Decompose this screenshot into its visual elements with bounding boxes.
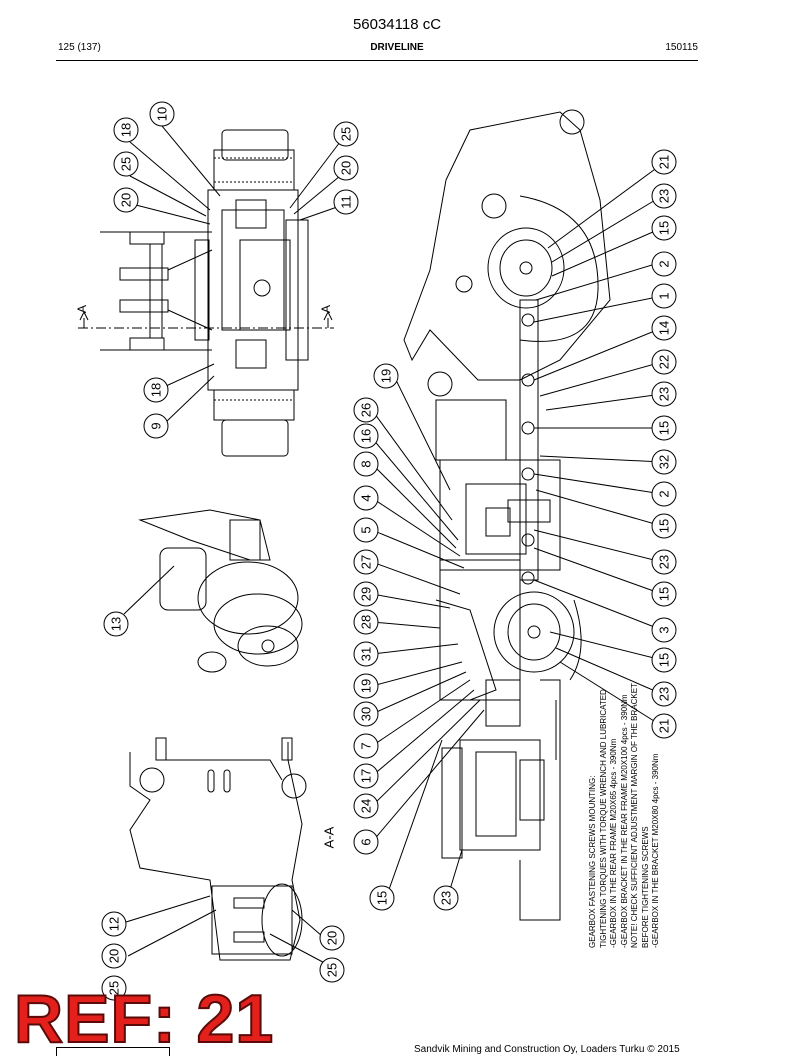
callout-label: 18 [149,383,164,397]
callout-label: 3 [657,626,672,633]
callout-label: 32 [657,455,672,469]
callout-label: 2 [657,260,672,267]
callout-label: 23 [657,189,672,203]
callout-label: 31 [359,647,374,661]
callout-label: 17 [359,769,374,783]
callout-label: 30 [359,707,374,721]
footer-copyright: Sandvik Mining and Construction Oy, Load… [414,1044,680,1055]
callout-label: 23 [657,387,672,401]
callout-label: 18 [119,123,134,137]
callout-label: 29 [359,587,374,601]
note-line: GEARBOX FASTENING SCREWS MOUNTING: [588,775,597,948]
callout-label: 15 [657,221,672,235]
callout-label: 14 [657,321,672,335]
section-marker-left: A [75,304,90,314]
company-logo [56,1047,170,1056]
callout-label: 27 [359,555,374,569]
callout-label: 23 [657,687,672,701]
note-line: NOTE! CHECK SUFFICIENT ADJUSTMENT MARGIN… [630,683,639,948]
callout-label: 5 [359,526,374,533]
note-line: BEFORE TIGHTENING SCREWS [640,826,650,948]
callout-label: 10 [155,107,170,121]
callout-label: 15 [657,587,672,601]
callout-label: 15 [657,421,672,435]
driveline-side-view [371,109,663,921]
callout-label: 7 [359,742,374,749]
callout-label: 20 [325,931,340,945]
page-number: 125 (137) [58,42,101,53]
ref-stamp: REF: 21 [13,981,275,1057]
callout-label: 2 [657,490,672,497]
callout-label: 4 [359,494,374,501]
callout-label: 20 [339,161,354,175]
callout-label: 21 [657,719,672,733]
callout-label: 9 [149,422,164,429]
callout-label: 23 [657,555,672,569]
callout-label: 20 [107,949,122,963]
note-line: -GEARBOX BRACKET IN THE REAR FRAME M20X1… [619,694,629,948]
callout-label: 25 [107,981,122,995]
callout-label: 19 [379,369,394,383]
tightening-note: GEARBOX FASTENING SCREWS MOUNTING: TIGHT… [588,568,662,948]
callout-label: 22 [657,355,672,369]
callout-label: 15 [657,653,672,667]
callout-label: 25 [325,963,340,977]
callout-label: 25 [119,157,134,171]
note-line: -GEARBOX IN THE BRACKET M20X80 4pcs - 39… [651,753,660,948]
callout-label: 20 [119,193,134,207]
callout-label: 28 [359,615,374,629]
section-title: DRIVELINE [370,42,424,53]
section-a-a-view [125,737,335,969]
callout-label: 8 [359,460,374,467]
callout-label: 21 [657,155,672,169]
callout-label: 19 [359,679,374,693]
callout-label: 15 [375,891,390,905]
callout-label: 26 [359,403,374,417]
section-marker-right: A [319,304,334,314]
hub-detail-view [123,509,303,673]
callout-label: 25 [339,127,354,141]
axle-top-view [78,125,341,457]
callout-label: 23 [439,891,454,905]
callout-label: 13 [109,617,124,631]
callout-label: 1 [657,292,672,299]
date-code: 150115 [665,42,698,53]
note-line: -GEARBOX IN THE REAR FRAME M20X65 4pcs -… [609,738,618,948]
section-view-label: A-A [321,826,337,849]
callout-label: 15 [657,519,672,533]
callout-label: 16 [359,429,374,443]
header-rule [56,60,698,61]
callout-label: 24 [359,799,374,813]
document-number: 56034118 cC [352,16,442,33]
callout-label: 12 [107,917,122,931]
callout-label: 6 [359,838,374,845]
note-line: TIGHTENING TORQUES WITH TORQUE WRENCH AN… [598,689,608,948]
callout-label: 11 [339,195,354,209]
